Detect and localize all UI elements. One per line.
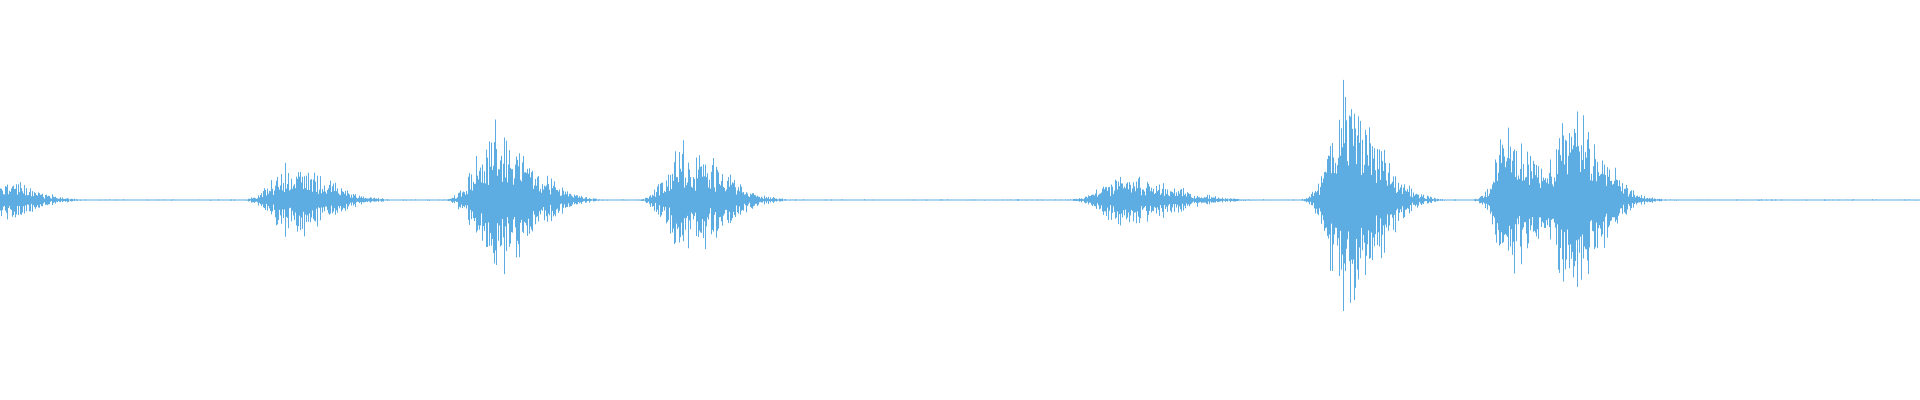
waveform-samples (0, 79, 1920, 311)
